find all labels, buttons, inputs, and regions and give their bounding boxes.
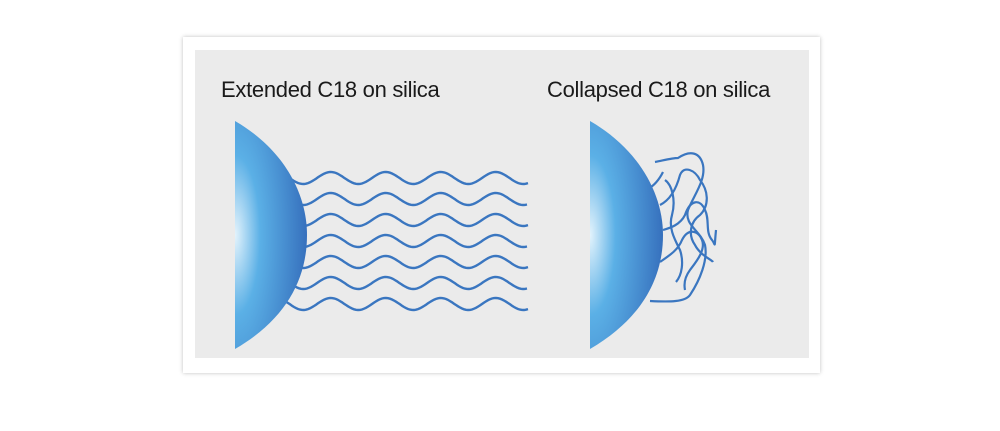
c18-chain-extended [271,170,529,186]
silica-particle-left [235,121,307,349]
c18-chain-extended [279,254,529,270]
c18-chain-extended [267,296,529,312]
extended-c18-label: Extended C18 on silica [221,77,440,102]
silica-particle-right [590,121,663,349]
c18-chain-extended [276,191,528,207]
extended-chains [267,170,529,312]
c18-chain-extended [279,212,529,228]
collapsed-chains [647,152,718,303]
c18-chain-extended [280,233,528,249]
collapsed-c18-label: Collapsed C18 on silica [547,77,771,102]
c18-chain-extended [276,275,528,291]
